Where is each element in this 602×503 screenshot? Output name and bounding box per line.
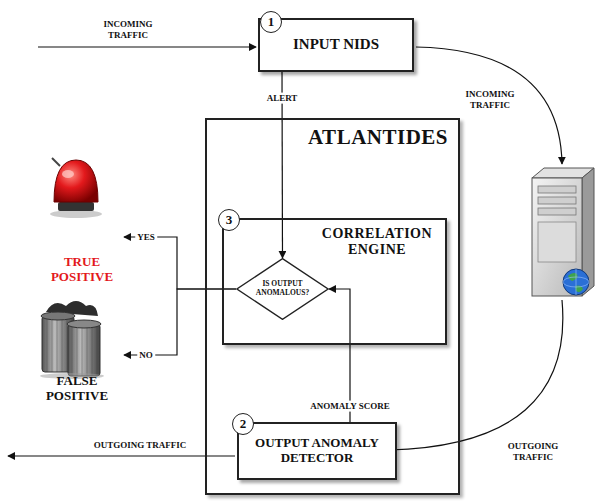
- traffic-arrow: [38, 46, 256, 47]
- traffic-arrow: [8, 455, 235, 456]
- box-label: OUTPUT ANOMALY DETECTOR: [243, 436, 391, 466]
- flow-label: INCOMING TRAFFIC: [104, 19, 153, 42]
- traffic-arrow: [389, 300, 563, 450]
- connector-arrow: [124, 289, 236, 355]
- decision-label: IS OUTPUT ANOMALOUS?: [254, 280, 312, 297]
- flow-label: INCOMING TRAFFIC: [466, 89, 515, 112]
- server-icon: [532, 168, 594, 296]
- process-box: INPUT NIDS: [258, 18, 414, 72]
- connector-label: ALERT: [265, 93, 300, 104]
- engine-box: CORRELATION ENGINE IS OUTPUT ANOMALOUS?: [222, 218, 447, 345]
- system-boundary: ATLANTIDES CORRELATION ENGINE IS OUTPUT AN…: [205, 118, 460, 495]
- callout-number: 3: [218, 209, 240, 231]
- alarm-icon: [50, 158, 102, 218]
- connector-arrow: [124, 237, 236, 289]
- outcome-icon: FALSE POSITIVE: [30, 296, 124, 404]
- group-title: CORRELATION ENGINE: [317, 226, 437, 258]
- decision-diamond: IS OUTPUT ANOMALOUS?: [236, 258, 329, 320]
- trash-icon: [40, 301, 104, 379]
- callout-number: 2: [232, 413, 254, 435]
- connector-label: NO: [137, 350, 155, 361]
- outcome-label: FALSE POSITIVE: [30, 373, 124, 404]
- process-box: OUTPUT ANOMALY DETECTOR: [237, 422, 397, 480]
- diamond-shape: [237, 259, 328, 320]
- outcome-icon: TRUE POSITIVE: [40, 150, 124, 285]
- flow-label: OUTGOING TRAFFIC: [94, 440, 187, 451]
- box-label: INPUT NIDS: [287, 36, 385, 53]
- outcome-label: TRUE POSITIVE: [40, 254, 124, 285]
- connector-label: ANOMALY SCORE: [308, 401, 392, 412]
- flow-label: OUTGOING TRAFFIC: [508, 441, 559, 464]
- connector-label: YES: [135, 232, 157, 243]
- group-title: ATLANTIDES: [308, 125, 448, 150]
- callout-number: 1: [260, 11, 282, 33]
